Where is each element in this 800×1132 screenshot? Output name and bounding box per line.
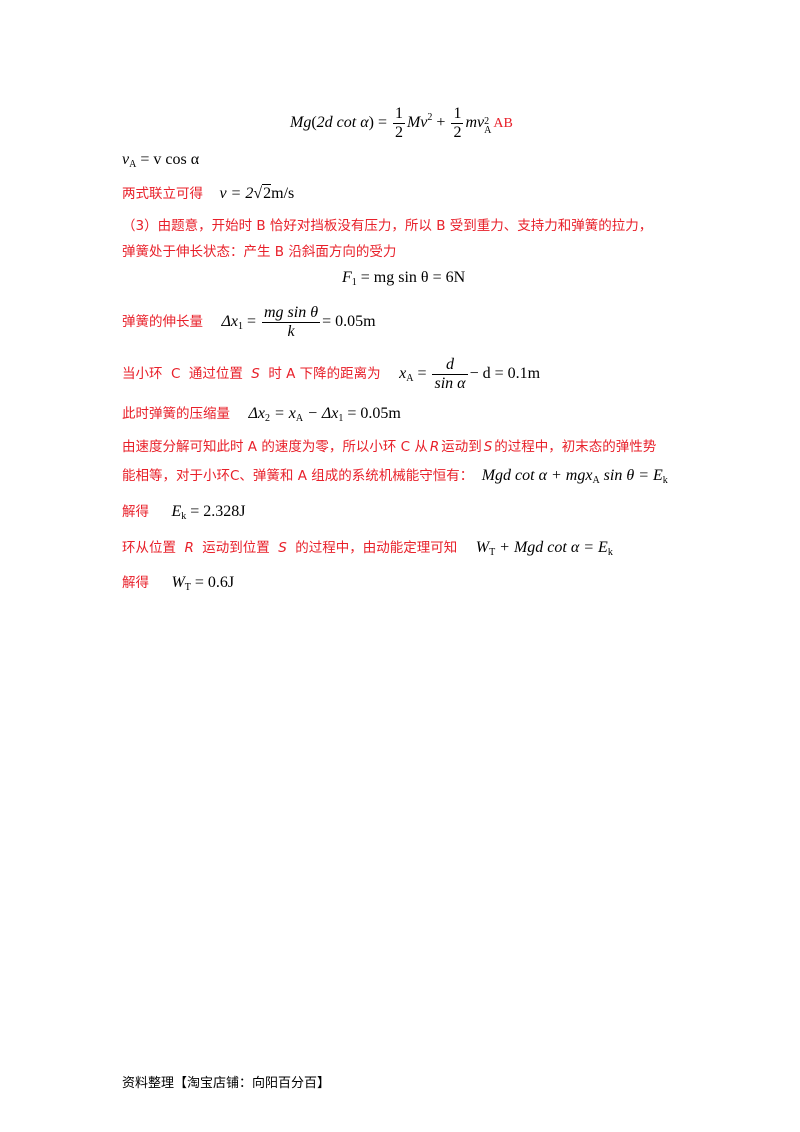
eq1-term2: mv <box>465 114 485 131</box>
footer-source: 资料整理【淘宝店铺：向阳百分百】 <box>122 1076 331 1091</box>
solve-wt: 解得 WT = 0.6J <box>122 574 235 593</box>
eq1-lhs-inner: 2d cot α <box>316 114 369 131</box>
eq1-lhs-var: Mg <box>290 114 312 131</box>
combined-label: 两式联立可得 <box>122 186 203 202</box>
eq1-tag: AB <box>493 116 513 131</box>
part3-intro-line1: （3）由题意，开始时 B 恰好对挡板没有压力，所以 B 受到重力、支持力和弹簧的… <box>122 218 653 234</box>
part3-intro-line2: 弹簧处于伸长状态：产生 B 沿斜面方向的受力 <box>122 244 397 260</box>
solve-ek: 解得 Ek = 2.328J <box>122 503 246 522</box>
velocity-relation: vA = v cos α <box>122 151 200 170</box>
spring-compression: 此时弹簧的压缩量 Δx2 = xA − Δx1 = 0.05m <box>122 405 401 424</box>
combined-result: 两式联立可得 v = 2√2m/s <box>122 184 295 202</box>
work-energy-theorem: 环从位置 R 运动到位置 S 的过程中，由动能定理可知 WT + Mgd cot… <box>122 539 613 558</box>
energy-conservation-line2: 能相等，对于小环C、弹簧和 A 组成的系统机械能守恒有： Mgd cot α +… <box>122 467 668 486</box>
force-equation: F1 = mg sin θ = 6N <box>342 269 466 288</box>
eq1-term1: Mv <box>406 114 428 131</box>
